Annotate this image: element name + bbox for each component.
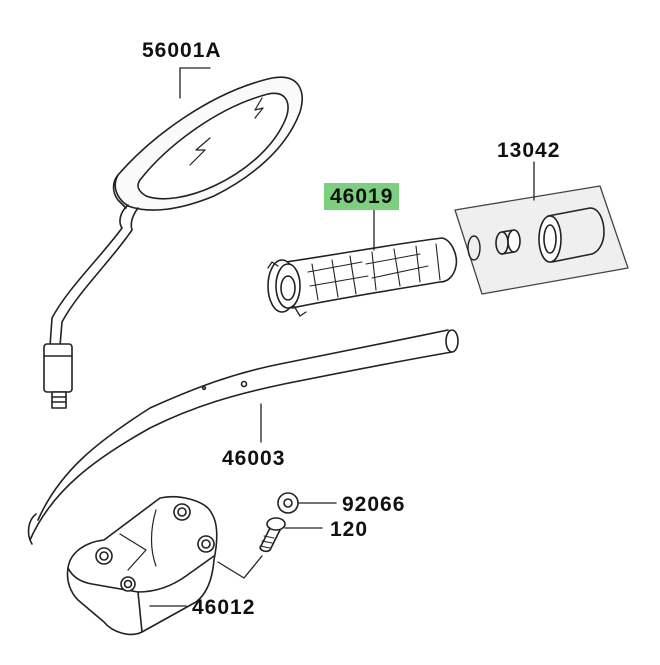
holder-drawing — [66, 496, 263, 636]
bolt-drawing — [259, 517, 323, 553]
part-number-washer[interactable]: 92066 — [342, 493, 406, 516]
grip-set-drawing — [454, 161, 629, 295]
handlebar-drawing — [27, 329, 459, 545]
part-number-grip-set[interactable]: 13042 — [497, 139, 561, 162]
washer-drawing — [277, 492, 337, 514]
part-number-bolt[interactable]: 120 — [330, 518, 369, 541]
part-number-mirror[interactable]: 56001A — [142, 39, 222, 62]
grip-drawing — [267, 209, 458, 317]
part-number-handlebar[interactable]: 46003 — [222, 447, 286, 470]
part-number-grip[interactable]: 46019 — [324, 183, 400, 210]
part-number-holder[interactable]: 46012 — [192, 596, 256, 619]
mirror-drawing — [43, 67, 303, 409]
